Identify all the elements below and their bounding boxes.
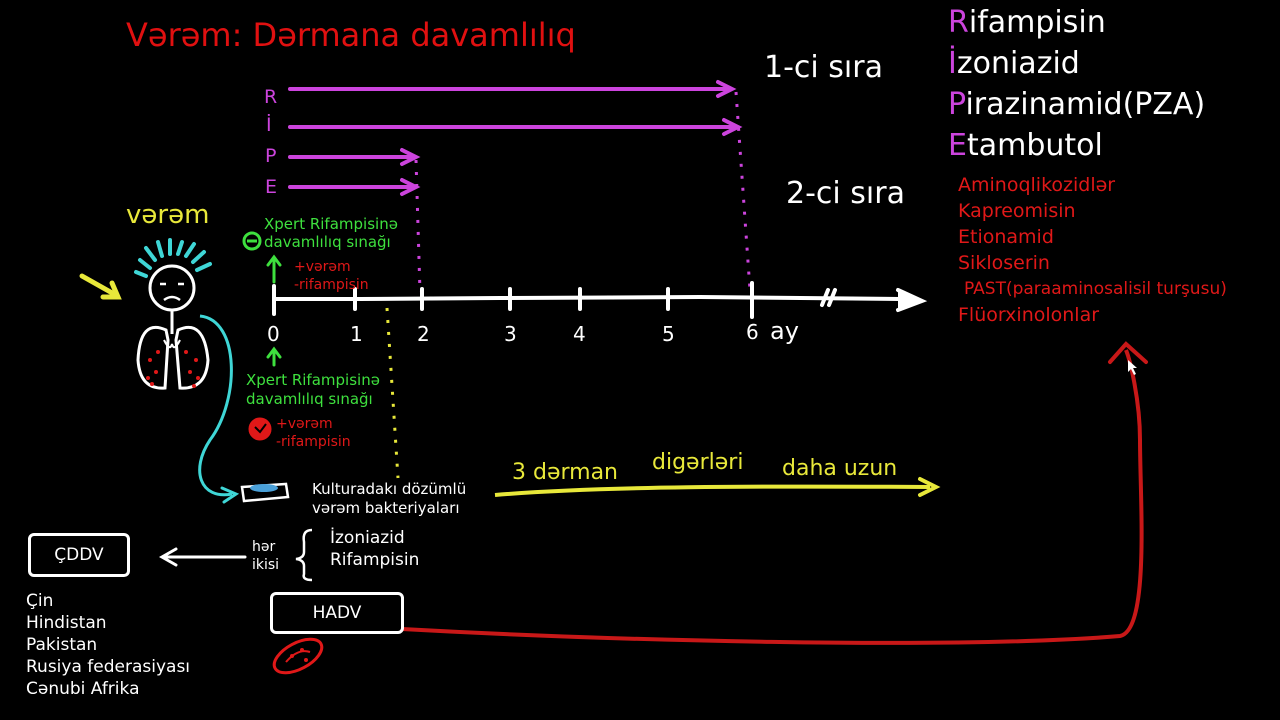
i-arrowhead (722, 118, 743, 136)
first-line-label: 1-ci sıra (764, 50, 883, 85)
longer-text: daha uzun (782, 456, 898, 481)
positive-result-icon (248, 417, 272, 441)
second-line-drug: Aminoqlikozidlər (958, 174, 1116, 196)
second-line-label: 2-ci sıra (786, 176, 905, 211)
cyan-sample-path (198, 314, 233, 497)
petri-dish-icon (240, 482, 290, 503)
left-lung-icon (136, 325, 170, 390)
second-line-drug: Etionamid (958, 226, 1054, 248)
yellow-pointer-line (79, 273, 117, 297)
two-month-dotted-line (414, 159, 422, 293)
lung-spots (146, 350, 200, 388)
second-line-drug: Flüorxinolonlar (958, 304, 1100, 326)
ripe-letter-e: E (265, 176, 278, 198)
axis-break-2 (827, 288, 837, 307)
second-line-drug: PAST(paraaminosalisil turşusu) (964, 279, 1227, 299)
both-label: hər ikisi (252, 539, 280, 573)
xpert-bottom-label: Xpert Rifampisinə davamlılıq sınağı (246, 371, 380, 408)
mouse-cursor-icon (1128, 360, 1137, 375)
tick-label-5: 5 (662, 322, 675, 346)
both-drugs: İzoniazid Rifampisin (330, 528, 420, 570)
yellow-arrowhead (918, 477, 941, 497)
ripe-letter-r: R (264, 86, 278, 108)
ripe-letter-i: İ (266, 114, 272, 136)
tick-label-0: 0 (267, 322, 280, 346)
xpert-top-result: +vərəm -rifampisin (294, 259, 369, 293)
green-arrows (266, 254, 282, 367)
country-item: Çin (26, 591, 54, 611)
head-icon (148, 264, 196, 312)
second-line-drug: Kapreomisin (958, 200, 1076, 222)
patient-figure (134, 238, 212, 390)
three-drugs-text: 3 dərman (512, 460, 619, 485)
r-arrowhead (716, 80, 737, 98)
yellow-arrow-line (494, 484, 931, 497)
axis-break-1 (820, 288, 830, 307)
first-line-drug-list: Rifampisin İzoniazid Pirazinamid(PZA) Et… (948, 2, 1205, 166)
timeline-axis (272, 281, 928, 319)
page-title: Vərəm: Dərmana davamlılıq (126, 16, 576, 54)
tick-label-1: 1 (350, 322, 363, 346)
cddv-country-list: Çin Hindistan Pakistan Rusiya federasiya… (26, 590, 190, 700)
country-item: Cənubi Afrika (26, 679, 140, 699)
second-line-drug-list: Aminoqlikozidlər Kapreomisin Etionamid S… (958, 172, 1227, 328)
negative-sign-icon (242, 231, 262, 251)
cddv-box: ÇDDV (28, 533, 130, 577)
tick-label-2: 2 (417, 322, 430, 346)
bacterium-icon (272, 637, 324, 675)
first-line-drug-izoniazid: İzoniazid (948, 46, 1080, 81)
first-line-drug-rifampisin: Rifampisin (948, 5, 1106, 40)
second-line-drug: Sikloserin (958, 252, 1050, 274)
axis-line (272, 294, 902, 301)
patient-label: vərəm (126, 200, 210, 230)
ripe-letter-p: P (265, 145, 277, 167)
axis-arrowhead (896, 288, 928, 312)
tick-label-6: 6 (746, 320, 759, 344)
timeline-unit: ay (770, 317, 799, 345)
xpert-top-label: Xpert Rifampisinə davamlılıq sınağı (264, 215, 398, 251)
xpert-bottom-result: +vərəm -rifampisin (276, 416, 351, 450)
p-arrowhead (400, 148, 421, 166)
right-lung-icon (174, 325, 210, 390)
six-month-dotted-line (734, 91, 752, 291)
first-line-drug-pirazinamid: Pirazinamid(PZA) (948, 87, 1206, 122)
country-item: Hindistan (26, 613, 107, 633)
tick-label-3: 3 (504, 322, 517, 346)
hadv-box: HADV (270, 592, 404, 634)
country-item: Pakistan (26, 635, 98, 655)
hair-icon (134, 238, 212, 278)
hadv-to-second-line-path (401, 349, 1144, 645)
yellow-pointer-head (100, 280, 122, 300)
others-text: digərləri (652, 450, 744, 475)
country-item: Rusiya federasiyası (26, 657, 191, 677)
brace-icon (295, 528, 313, 582)
yellow-dotted-line (385, 307, 400, 479)
first-line-drug-etambutol: Etambutol (948, 128, 1103, 163)
culture-label: Kulturadakı dözümlü vərəm bakteriyaları (312, 480, 467, 517)
ripe-arrows (288, 80, 743, 196)
tick-label-4: 4 (573, 322, 586, 346)
